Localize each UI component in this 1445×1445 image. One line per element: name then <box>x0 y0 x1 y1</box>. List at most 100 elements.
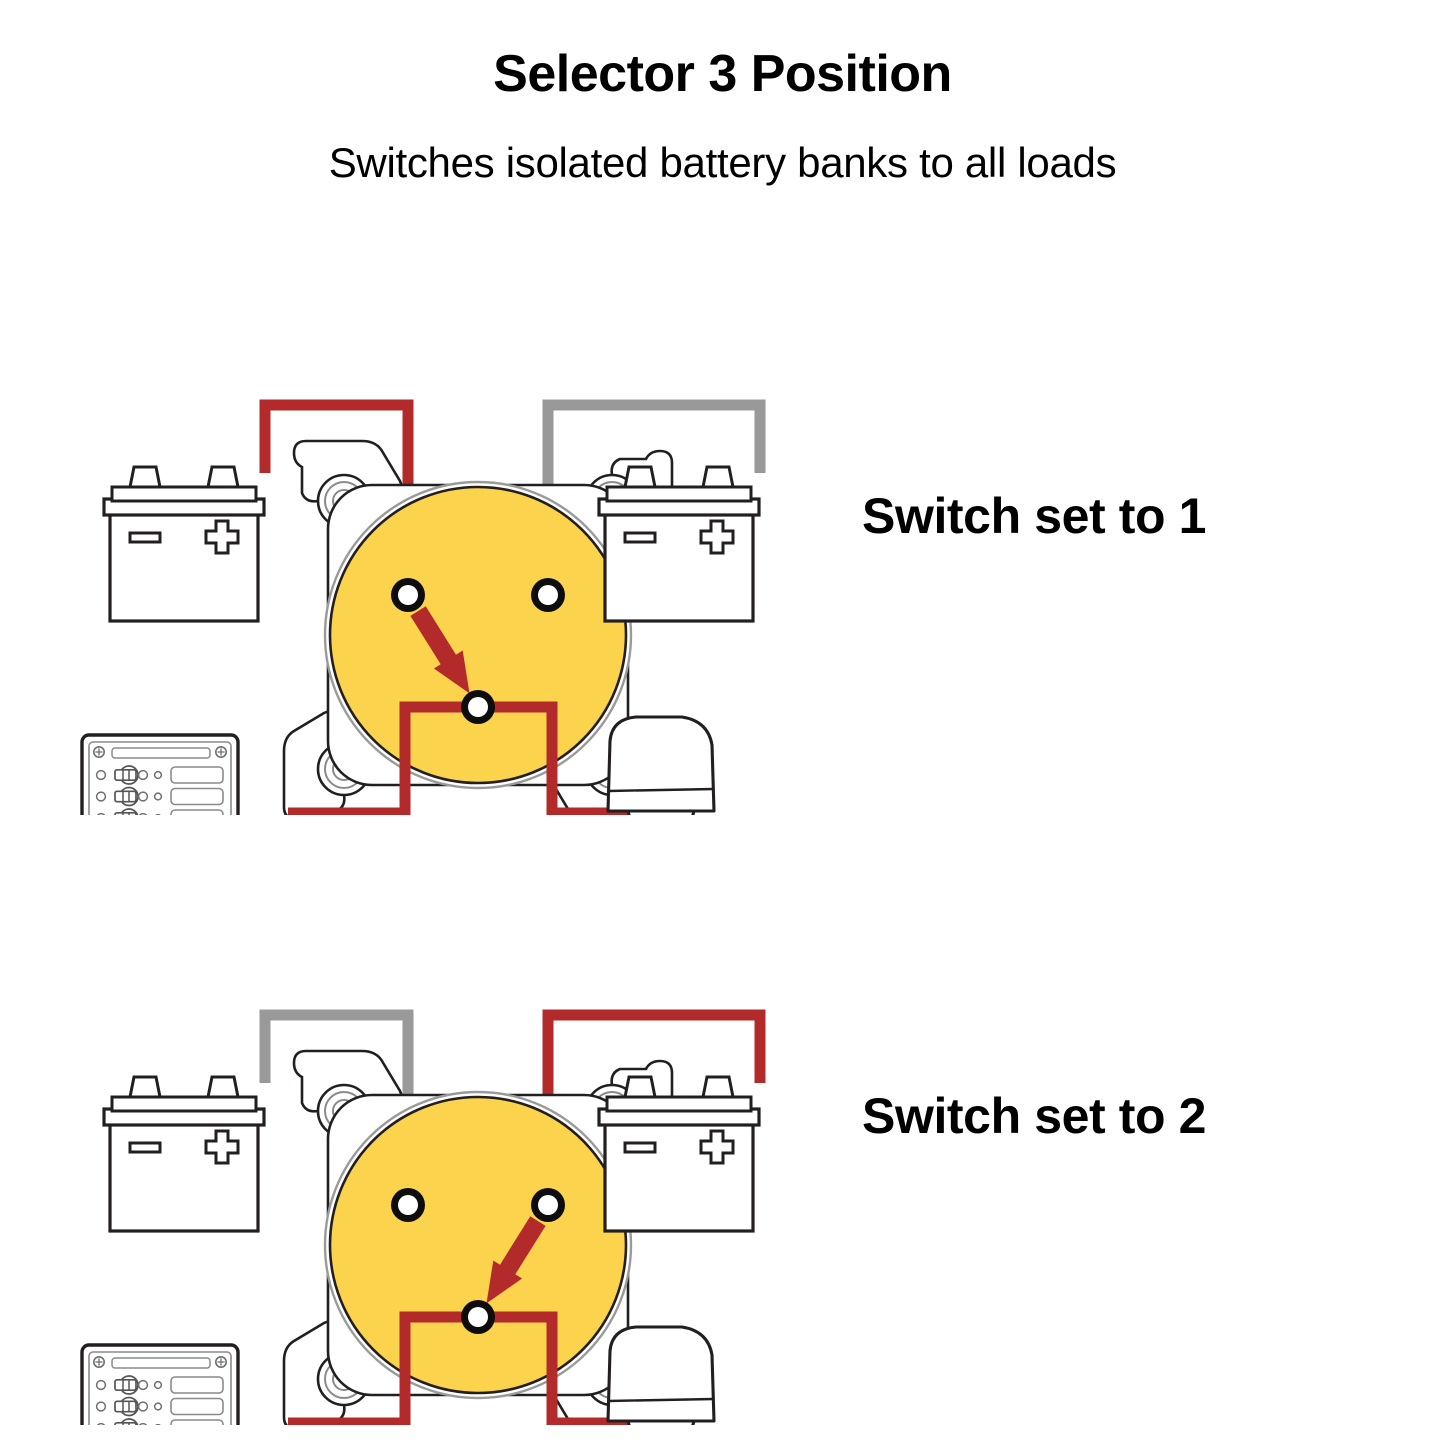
battery-positive-marker <box>699 519 735 555</box>
breaker-name-label <box>170 809 224 815</box>
terminal-center <box>538 1195 558 1215</box>
breaker-screw-right <box>137 1379 149 1391</box>
motor-cowl-seam <box>607 1397 715 1403</box>
breaker-row[interactable] <box>95 1375 224 1395</box>
outboard-engine <box>606 715 716 815</box>
panel-top-label-strip <box>111 747 211 759</box>
battery-positive-marker <box>204 519 240 555</box>
wiring-diagram-svg-1: BLUE SEA SYSTEMS <box>80 399 766 815</box>
wire-common-to-motor <box>478 1311 670 1425</box>
page-subtitle: Switches isolated battery banks to all l… <box>328 139 1117 186</box>
battery-post-left <box>128 465 162 489</box>
terminal-1[interactable] <box>391 1188 425 1222</box>
breaker-toggle-lever[interactable] <box>114 790 137 803</box>
breaker-row[interactable] <box>95 1396 224 1417</box>
breaker-toggle-lever[interactable] <box>114 768 137 782</box>
breaker-toggle-lever[interactable] <box>114 1378 137 1392</box>
battery-negative-marker <box>128 1141 162 1154</box>
diagram-caption-1: Switch set to 1 <box>862 488 1207 544</box>
breaker-row[interactable] <box>95 786 224 807</box>
terminal-center <box>538 585 558 605</box>
breaker-row[interactable] <box>95 765 224 785</box>
breaker-indicator-led <box>153 1380 163 1390</box>
switch-dial-face[interactable] <box>328 1095 628 1395</box>
breaker-toggle-ribs <box>122 812 130 815</box>
breaker-row[interactable] <box>96 808 224 815</box>
panel-screw-slot <box>217 1358 225 1366</box>
breaker-indicator-led <box>153 770 163 780</box>
terminal-2[interactable] <box>531 578 565 612</box>
breaker-toggle-ribs <box>122 769 130 781</box>
battery-post-right <box>701 1075 735 1099</box>
switch-overlay <box>391 1188 565 1334</box>
battery-lid-upper <box>605 485 753 503</box>
battery-post-left <box>128 1075 162 1099</box>
panel-top-label-strip <box>111 1357 211 1369</box>
page-title: Selector 3 Position <box>493 45 952 103</box>
breaker-screw-left <box>95 769 107 781</box>
battery-negative-marker <box>623 531 657 544</box>
wires-output <box>288 701 670 815</box>
switch-overlay <box>391 578 565 724</box>
breaker-name-label <box>170 766 224 784</box>
selector-arrow <box>410 606 470 694</box>
breaker-name-label <box>170 1376 224 1394</box>
terminal-center <box>398 585 418 605</box>
wire-common-to-panel <box>288 1311 478 1425</box>
panel-screw-slot <box>217 748 225 756</box>
breaker-screw-left <box>96 1422 106 1425</box>
breaker-screw-left <box>95 1401 107 1412</box>
motor-midsection <box>626 1419 696 1425</box>
battery-post-right <box>701 465 735 489</box>
motor-cowl-seam <box>607 787 715 793</box>
battery-lid-upper <box>605 1095 753 1113</box>
panel-screw-slot <box>95 748 103 756</box>
battery-positive-marker <box>204 1129 240 1165</box>
terminal-common[interactable] <box>461 690 495 724</box>
breaker-toggle-lever[interactable] <box>114 1421 137 1425</box>
motor-midsection <box>626 809 696 815</box>
breaker-toggle-ribs <box>122 1400 130 1413</box>
breaker-toggle-lever[interactable] <box>114 1400 137 1413</box>
breaker-screw-left <box>95 791 107 802</box>
breaker-name-label <box>170 787 224 806</box>
breaker-toggle-ribs <box>122 1422 130 1425</box>
battery-case <box>108 1121 260 1233</box>
motor-cowl <box>606 1325 716 1423</box>
terminal-common[interactable] <box>461 1300 495 1334</box>
battery-case <box>603 1121 755 1233</box>
panel-screw-slot <box>95 1358 103 1366</box>
battery-case <box>108 511 260 623</box>
wiring-diagram-svg-2: BLUE SEA SYSTEMS <box>80 1009 766 1425</box>
breaker-indicator-led <box>153 1402 163 1411</box>
breaker-toggle-lever[interactable] <box>114 811 137 815</box>
battery-bank-1 <box>102 465 266 623</box>
wiring-diagram-switch-2: BLUE SEA SYSTEMS Switch set to 2 <box>0 825 1445 1425</box>
motor-cowl <box>606 715 716 813</box>
breaker-toggle-ribs <box>122 1379 130 1391</box>
selector-arrow <box>486 1216 546 1304</box>
switch-dial-face[interactable] <box>328 485 628 785</box>
breaker-screw-left <box>95 1379 107 1391</box>
battery-positive-marker <box>699 1129 735 1165</box>
devices: BLUE SEA SYSTEMS <box>80 1075 761 1425</box>
breaker-screw-right <box>137 1401 149 1412</box>
wires-output <box>288 1311 670 1425</box>
breaker-screw-right <box>138 1422 148 1425</box>
terminal-2[interactable] <box>531 1188 565 1222</box>
battery-case <box>603 511 755 623</box>
breaker-toggle-ribs <box>122 790 130 803</box>
breaker-row[interactable] <box>96 1418 224 1425</box>
wiring-diagram-switch-1: BLUE SEA SYSTEMS Switch set to 1 <box>0 215 1445 815</box>
battery-post-left <box>623 1075 657 1099</box>
dc-circuit-breaker-panel: BLUE SEA SYSTEMS <box>80 733 240 815</box>
terminal-1[interactable] <box>391 578 425 612</box>
battery-negative-marker <box>623 1141 657 1154</box>
terminal-center <box>468 1307 488 1327</box>
battery-bank-1 <box>102 1075 266 1233</box>
battery-negative-marker <box>128 531 162 544</box>
breaker-name-label <box>170 1397 224 1416</box>
dc-circuit-breaker-panel: BLUE SEA SYSTEMS <box>80 1343 240 1425</box>
battery-post-left <box>623 465 657 489</box>
